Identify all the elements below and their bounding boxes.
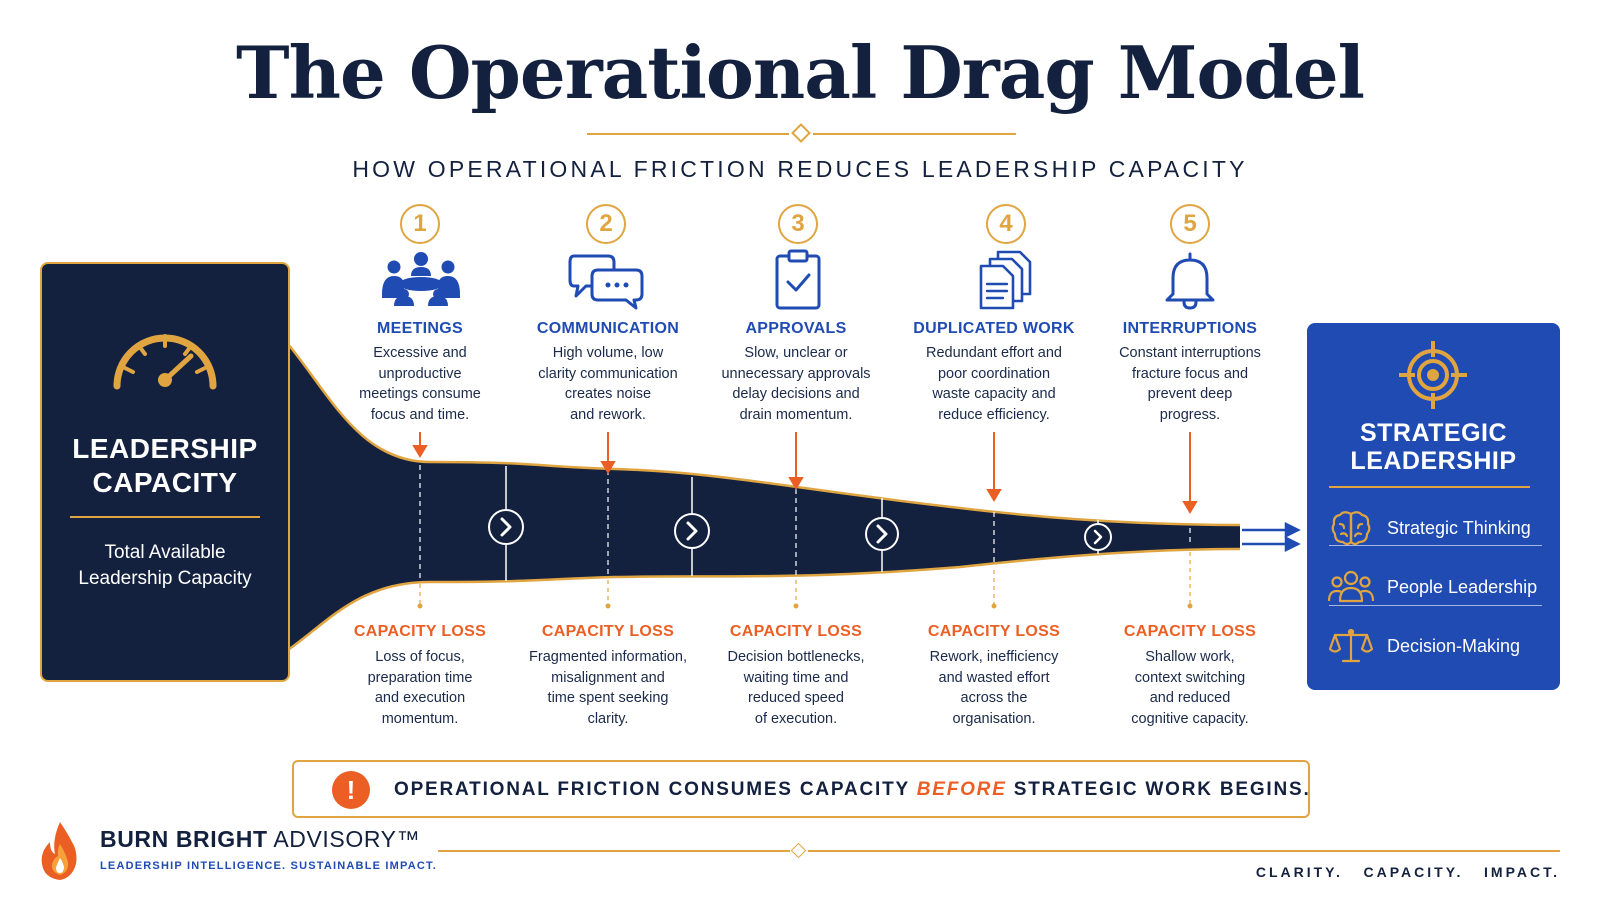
stage-2-loss-description: Fragmented information, misalignment and… [529,649,687,727]
loss-dotted-leaders [419,552,1191,606]
item-label: Decision-Making [1387,635,1521,656]
strategic-leadership-panel: STRATEGIC LEADERSHIP Strategic Thinking [1307,323,1560,690]
stage-2-name: COMMUNICATION [536,320,680,337]
people-icon [1328,570,1374,603]
panel-divider [70,516,260,518]
panel-title-line1: LEADERSHIP [72,433,258,464]
stage-2-loss-title: CAPACITY LOSS [541,623,675,640]
clipboard-check-icon [775,249,821,310]
stage-3-loss-description: Decision bottlenecks, waiting time and r… [727,649,865,727]
target-icon [1399,341,1467,409]
title-divider-right [813,133,1016,135]
funnel-top-edge [287,343,1241,527]
item-label: People Leadership [1387,576,1538,597]
stage-3-loss-title: CAPACITY LOSS [729,623,863,640]
chevron-right-icon [674,513,710,549]
stage-4-loss-title: CAPACITY LOSS [927,623,1061,640]
page-subtitle: HOW OPERATIONAL FRICTION REDUCES LEADERS… [352,156,1248,182]
panel-subtitle-line2: Leadership Capacity [78,568,252,589]
stage-4-loss-description: Rework, inefficiency and wasted effort a… [929,649,1059,727]
exit-arrows [1242,521,1301,553]
stage-5-number: 5 [1170,204,1210,244]
stage-5-description: Constant interruptions fracture focus an… [1119,345,1261,423]
stage-1-number: 1 [400,204,440,244]
stage-1-loss-description: Loss of focus, preparation time and exec… [367,649,473,727]
stage-4-name: DUPLICATED WORK [913,320,1075,337]
brand-name: BURN BRIGHT ADVISORY™ [100,826,421,852]
key-message-banner: ! OPERATIONAL FRICTION CONSUMES CAPACITY… [292,760,1310,818]
panel-title-line1: STRATEGIC [1359,419,1508,447]
stage-2-number: 2 [586,204,626,244]
stage-4-description: Redundant effort and poor coordination w… [926,345,1062,423]
funnel-bottom-edge [287,547,1241,652]
panel-divider [1329,486,1530,488]
meeting-icon [382,252,460,306]
strategic-item: People Leadership [1327,558,1542,616]
chevron-right-icon [488,509,524,545]
gauge-icon [113,334,217,390]
item-label: Strategic Thinking [1387,517,1531,538]
stage-1-name: MEETINGS [377,320,463,337]
funnel-body [288,344,1240,650]
item-divider [1329,545,1542,546]
stage-3-description: Slow, unclear or unnecessary approvals d… [721,345,871,423]
stage-4-number: 4 [986,204,1026,244]
item-divider [1329,605,1542,606]
stage-dividers [419,465,1191,578]
chevron-right-icon [1084,523,1112,551]
panel-subtitle-line1: Total Available [104,542,226,563]
stage-5-loss-title: CAPACITY LOSS [1123,623,1257,640]
title-divider-left [587,133,789,135]
stage-1-loss-title: CAPACITY LOSS [353,623,487,640]
strategic-item: Decision-Making [1327,617,1542,675]
stage-3-name: APPROVALS [745,320,847,337]
strategic-item: Strategic Thinking [1327,499,1542,557]
leadership-capacity-panel: LEADERSHIP CAPACITY Total Available Lead… [40,262,290,682]
stage-1-description: Excessive and unproductive meetings cons… [359,345,481,423]
chat-bubbles-icon [568,254,644,310]
documents-icon [979,250,1032,310]
brand-tagline: LEADERSHIP INTELLIGENCE. SUSTAINABLE IMP… [100,860,437,872]
footer-divider-right [808,850,1560,852]
page-title: The Operational Drag Model [236,30,1365,115]
panel-title-line2: LEADERSHIP [1350,447,1517,475]
brain-icon [1331,511,1371,546]
bell-icon [1165,252,1215,310]
stage-5-loss-description: Shallow work, context switching and redu… [1131,649,1249,727]
stage-3-number: 3 [778,204,818,244]
chevron-right-icon [865,517,899,551]
stage-5-name: INTERRUPTIONS [1122,320,1258,337]
key-message-text: OPERATIONAL FRICTION CONSUMES CAPACITY B… [394,779,1311,800]
scales-icon [1329,628,1373,663]
footer-motto: CLARITY. CAPACITY. IMPACT. [1255,864,1560,880]
exclamation-icon: ! [332,771,370,809]
flame-icon [41,822,77,880]
panel-title-line2: CAPACITY [92,467,238,498]
stage-2-description: High volume, low clarity communication c… [538,345,678,423]
friction-arrows [412,432,1198,514]
footer-divider-left [438,850,790,852]
